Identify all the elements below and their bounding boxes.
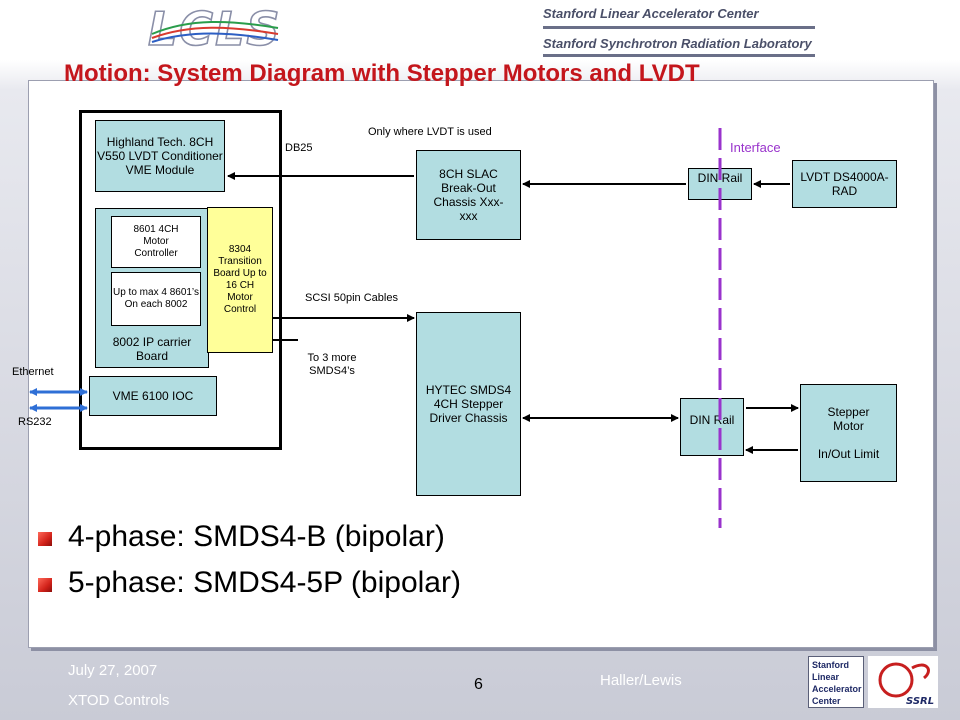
vme-ioc: VME 6100 IOC	[89, 376, 217, 416]
bullet-icon-2	[38, 578, 52, 592]
slac-breakout-chassis: 8CH SLAC Break-Out Chassis Xxx-xxx	[416, 150, 521, 240]
transition-board-label: 8304 Transition Board Up to 16 CH Motor …	[213, 244, 267, 315]
stepper-label: Stepper Motor	[827, 405, 870, 433]
highland-lvdt-module: Highland Tech. 8CH V550 LVDT Conditioner…	[95, 120, 225, 192]
slide-title: Motion: System Diagram with Stepper Moto…	[64, 60, 700, 87]
lvdt-sensor: LVDT DS4000A-RAD	[792, 160, 897, 208]
stepper-motor: Stepper Motor In/Out Limit	[800, 384, 897, 482]
scsi-label: SCSI 50pin Cables	[305, 292, 398, 304]
bullet-icon-1	[38, 532, 52, 546]
lvdt-label: LVDT DS4000A-RAD	[800, 170, 889, 198]
motor-controller-8601: 8601 4CH Motor Controller	[111, 216, 201, 268]
bullet-1: 4-phase: SMDS4-B (bipolar)	[68, 520, 445, 553]
vme-ioc-label: VME 6100 IOC	[112, 389, 194, 403]
bullet-2: 5-phase: SMDS4-5P (bipolar)	[68, 566, 461, 599]
din-rail-bottom-label: DIN Rail	[689, 413, 735, 427]
footer-logos: Stanford Linear Accelerator Center SSRL	[808, 656, 938, 708]
limit-label: In/Out Limit	[817, 447, 880, 461]
transition-board-8304: 8304 Transition Board Up to 16 CH Motor …	[207, 207, 273, 353]
slac-org-name: Stanford Linear Accelerator Center	[543, 6, 759, 21]
ssrl-mini-logo: SSRL	[868, 656, 938, 708]
rs232-label: RS232	[18, 416, 52, 428]
interface-label: Interface	[730, 140, 781, 155]
header-rule-1	[543, 26, 815, 29]
highland-lvdt-label: Highland Tech. 8CH V550 LVDT Conditioner…	[97, 135, 223, 177]
hytec-smds4-chassis: HYTEC SMDS4 4CH Stepper Driver Chassis	[416, 312, 521, 496]
only-lvdt-label: Only where LVDT is used	[368, 126, 492, 138]
max-8601-box: Up to max 4 8601’s On each 8002	[111, 272, 201, 326]
hytec-label: HYTEC SMDS4 4CH Stepper Driver Chassis	[425, 383, 512, 425]
footer-date: July 27, 2007	[68, 662, 158, 679]
ssrl-mini-text: SSRL	[906, 696, 934, 707]
lcls-swoosh-icon	[151, 20, 279, 43]
page-number: 6	[474, 676, 483, 693]
db25-label: DB25	[285, 142, 313, 154]
footer-dept: XTOD Controls	[68, 692, 170, 709]
ssrl-org-name: Stanford Synchrotron Radiation Laborator…	[543, 36, 812, 51]
ethernet-label: Ethernet	[12, 366, 54, 378]
slac-mini-logo: Stanford Linear Accelerator Center	[808, 656, 864, 708]
motor-controller-label: 8601 4CH Motor Controller	[133, 224, 179, 259]
footer-authors: Haller/Lewis	[600, 672, 682, 689]
breakout-label: 8CH SLAC Break-Out Chassis Xxx-xxx	[433, 167, 504, 223]
din-rail-bottom: DIN Rail	[680, 398, 744, 456]
header-rule-2	[543, 54, 815, 57]
max-8601-label: Up to max 4 8601’s On each 8002	[113, 287, 199, 310]
ip-carrier-label: 8002 IP carrier Board	[112, 335, 192, 363]
to-3-more-label: To 3 more SMDS4’s	[307, 352, 357, 377]
